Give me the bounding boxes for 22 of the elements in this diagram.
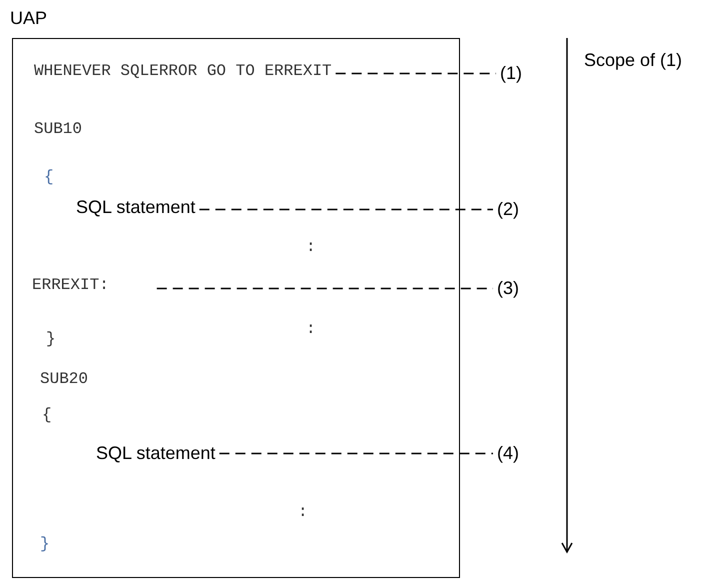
code-line: SUB20 bbox=[40, 370, 88, 388]
code-line: WHENEVER SQLERROR GO TO ERREXIT bbox=[34, 62, 332, 80]
ellipsis-mark: : bbox=[306, 238, 316, 256]
ellipsis-mark: : bbox=[298, 503, 308, 521]
code-label: ERREXIT: bbox=[32, 276, 153, 294]
callout-number: (2) bbox=[497, 199, 519, 220]
leader-line bbox=[199, 208, 493, 210]
callout-number: (4) bbox=[497, 443, 519, 464]
leader-line bbox=[336, 72, 496, 74]
code-line: SUB10 bbox=[34, 120, 82, 138]
leader-line bbox=[219, 452, 493, 454]
code-line: SQL statement bbox=[76, 197, 196, 218]
callout-number: (1) bbox=[500, 63, 522, 84]
ellipsis-mark: : bbox=[306, 320, 316, 338]
brace: { bbox=[42, 406, 52, 424]
brace: { bbox=[44, 168, 54, 186]
code-line: SQL statement bbox=[96, 443, 216, 464]
scope-label: Scope of (1) bbox=[584, 50, 682, 71]
brace: } bbox=[40, 535, 50, 553]
callout-number: (3) bbox=[497, 278, 519, 299]
frame-title: UAP bbox=[10, 8, 48, 29]
brace: } bbox=[46, 330, 56, 348]
